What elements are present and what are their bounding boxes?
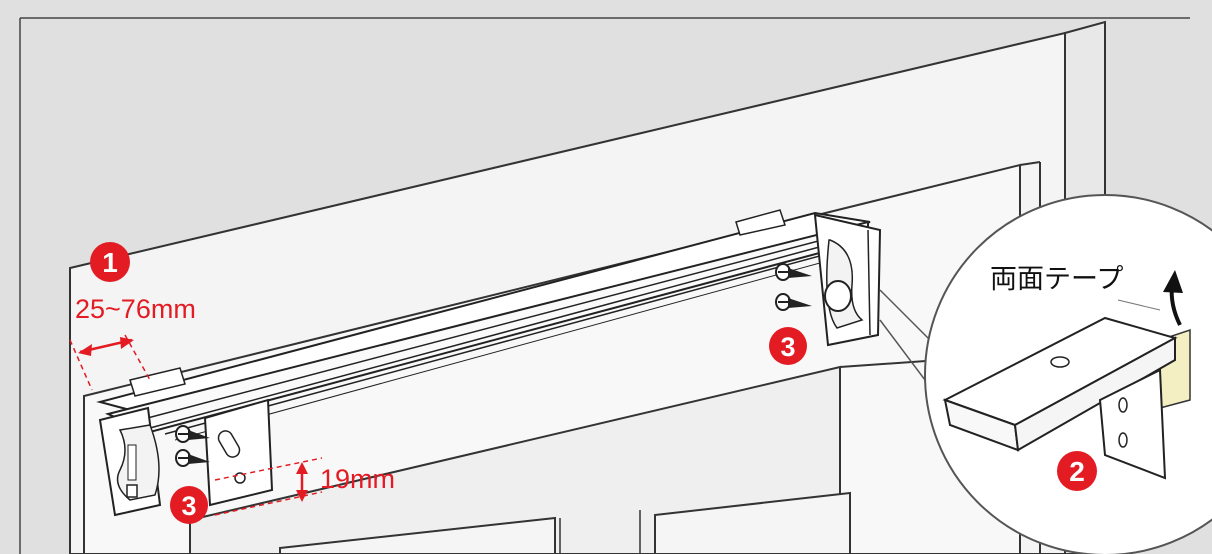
width-range-label: 25~76mm — [75, 294, 196, 324]
right-bracket — [775, 213, 882, 347]
step-number: 1 — [102, 247, 118, 278]
door-panel — [189, 365, 841, 554]
screw-icon — [175, 449, 210, 467]
step-badge-3-right: 3 — [769, 327, 807, 365]
left-mount-plate — [175, 398, 274, 507]
width-measurement — [69, 334, 151, 391]
step-number: 2 — [1069, 456, 1085, 487]
height-measurement — [214, 457, 323, 516]
step-number: 3 — [780, 332, 795, 362]
step-badge-2: 2 — [1057, 451, 1097, 491]
detail-magnifier — [924, 194, 1212, 554]
left-bracket — [98, 406, 162, 517]
step-badge-3-left: 3 — [170, 486, 208, 524]
step-number: 3 — [181, 491, 196, 521]
tape-label: 両面テープ — [990, 264, 1123, 294]
screw-icon — [775, 263, 812, 281]
height-label: 19mm — [320, 464, 395, 494]
step-badge-1: 1 — [90, 242, 130, 282]
screw-icon — [175, 425, 210, 443]
screw-icon — [775, 293, 812, 311]
